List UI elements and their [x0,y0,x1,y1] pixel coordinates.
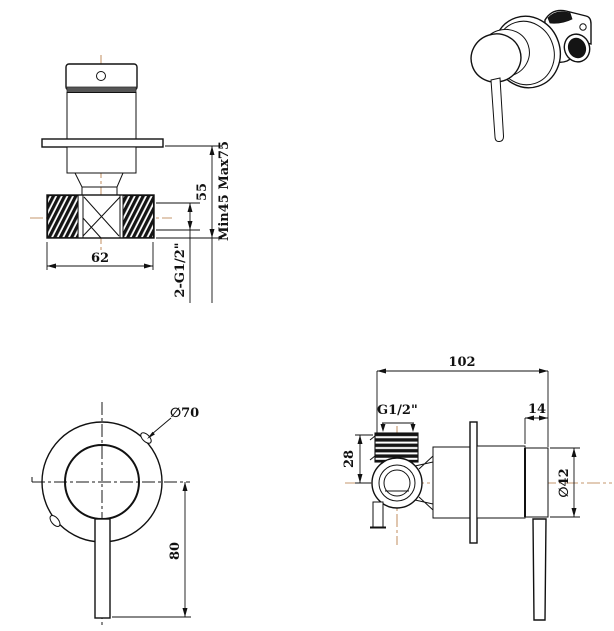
iso-lever [490,77,505,143]
lower-body [66,146,137,174]
cap-screw-hole [96,71,106,81]
neck-taper [74,172,124,195]
side-lever-rod [532,518,547,621]
dim-knob-depth: 14 [524,402,548,444]
left-thread [47,195,79,239]
side-wall-plate [469,421,478,544]
dim-label-62: 62 [91,251,109,266]
side-port-inner [383,469,411,497]
iso-side-port-thread [567,37,587,59]
iso-top-port-cap [547,11,573,24]
side-cone-lines [414,455,434,511]
upper-body [66,92,137,140]
tee-center-detail [82,195,121,239]
iso-bracket-hole [579,23,587,31]
front-view: 62 2-G1/2" 55 Min45 Max75 [30,55,232,303]
side-port-mid [378,464,416,502]
thread-chamfer-ticks [369,435,376,461]
right-thread [122,195,154,239]
dim-label-d70: ∅70 [170,406,199,421]
wall-plate-edge [41,138,164,148]
dim-thread-offset: 28 [342,434,373,484]
dim-label-d42: ∅42 [557,468,572,497]
dim-overall-depth: 102 [376,355,549,447]
dim-connections: 2-G1/2" [156,202,200,303]
isometric-view [470,9,592,143]
iso-knob-face [470,33,522,83]
dim-label-80: 80 [168,542,183,560]
side-knob-cap [524,447,549,518]
dim-knob-diameter: ∅42 [550,447,580,518]
dim-label-102: 102 [448,355,475,370]
dim-label-g12: G1/2" [377,403,418,418]
side-body-cylinder [432,446,471,519]
faceplate-view: ∅70 80 [31,402,199,625]
lever-rod-front [94,518,111,619]
dim-thread-callout: G1/2" [377,403,418,432]
dim-label-14: 14 [528,402,546,417]
side-mounting-tab [372,501,384,528]
dim-label-2-g12: 2-G1/2" [173,242,188,297]
plate-tab-upper [140,432,152,444]
dim-label-min45-max75: Min45 Max75 [217,141,232,241]
dim-label-28: 28 [342,450,357,468]
side-view: 102 G1/2" 28 14 ∅42 [342,355,612,621]
plate-tab-lower [49,515,61,527]
side-sleeve [476,445,526,519]
dim-lever-length: 80 [112,482,191,618]
cap-ring-band [66,86,137,93]
dim-plate-diameter: ∅70 [147,406,199,439]
dim-body-width: 62 [46,242,154,270]
dim-label-55: 55 [195,183,210,201]
dim-plate-to-pipe: 55 Min45 Max75 [156,141,232,303]
